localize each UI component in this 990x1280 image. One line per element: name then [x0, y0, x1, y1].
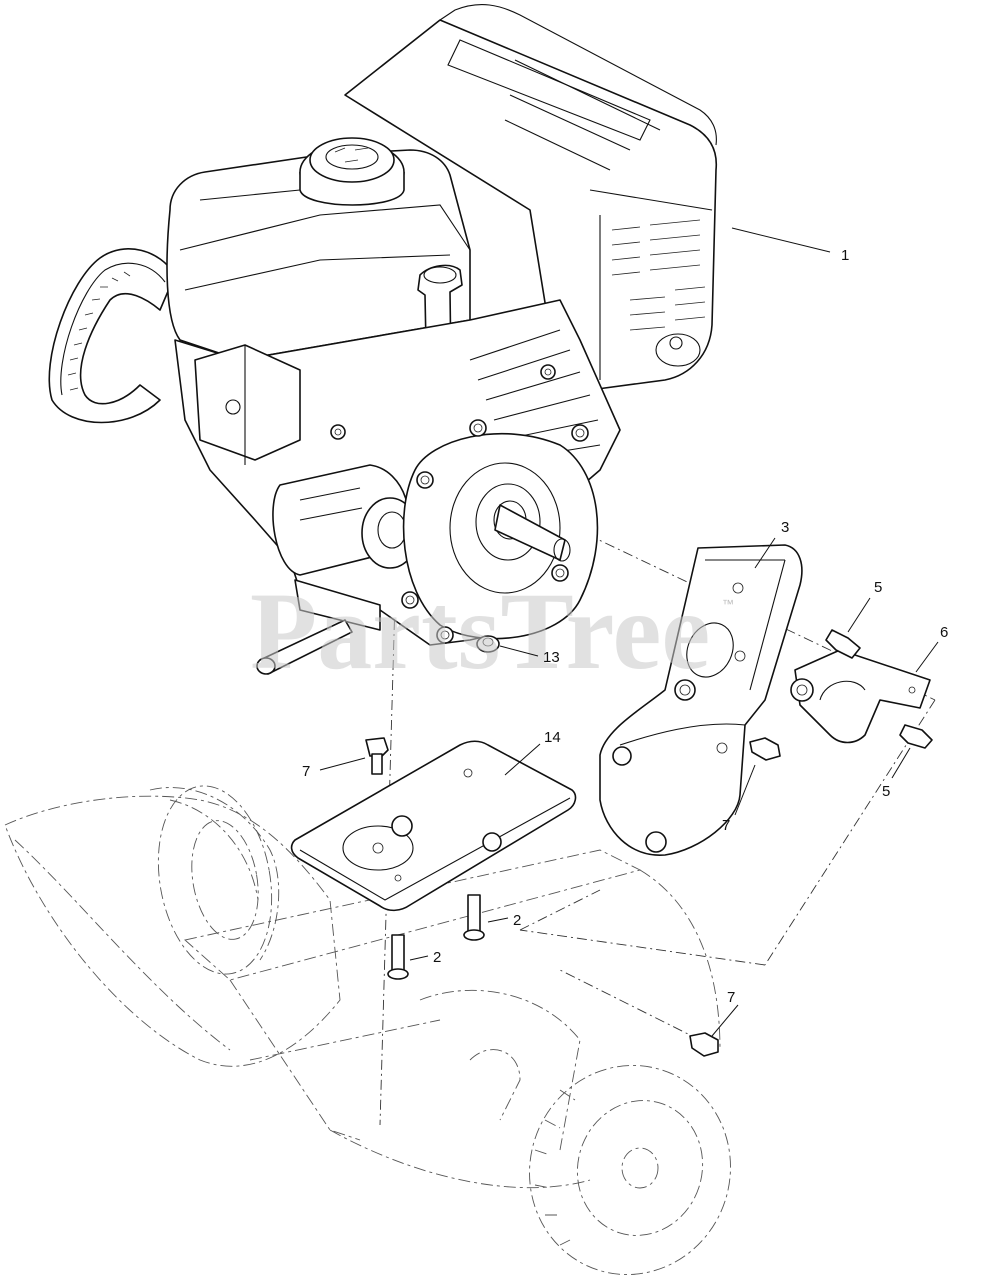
callout-7a: 7: [302, 763, 310, 780]
callout-7b: 7: [722, 817, 730, 834]
callout-5a: 5: [874, 579, 882, 596]
callout-2a: 2: [513, 912, 521, 929]
cover-bolts: [330, 364, 589, 644]
callout-1: 1: [841, 247, 849, 264]
callout-5b: 5: [882, 783, 890, 800]
callout-leaders: [319, 227, 939, 1037]
callout-6: 6: [940, 624, 948, 641]
callout-labels: 1 3 5 6 13 14 7 5 7 2 2 7: [302, 247, 948, 1006]
hex-bolts: [365, 629, 933, 1057]
engine-base-plate: [290, 740, 577, 912]
fuel-cap: [299, 137, 405, 206]
electric-starter: [272, 464, 419, 576]
stud-bolts: [387, 894, 485, 980]
callout-13: 13: [543, 649, 560, 666]
callout-2b: 2: [433, 949, 441, 966]
engine-assembly: [48, 4, 718, 675]
snowthrower-frame-ghosted: [4, 785, 731, 1275]
engine-mount-bracket: [599, 544, 803, 856]
watermark-trademark: ™: [722, 597, 734, 611]
shroud-vents: [611, 219, 706, 331]
watermark-text: PartsTree: [250, 570, 710, 692]
callout-7c: 7: [727, 989, 735, 1006]
callout-14: 14: [544, 729, 561, 746]
callout-3: 3: [781, 519, 789, 536]
retainer-bracket: [790, 649, 931, 744]
